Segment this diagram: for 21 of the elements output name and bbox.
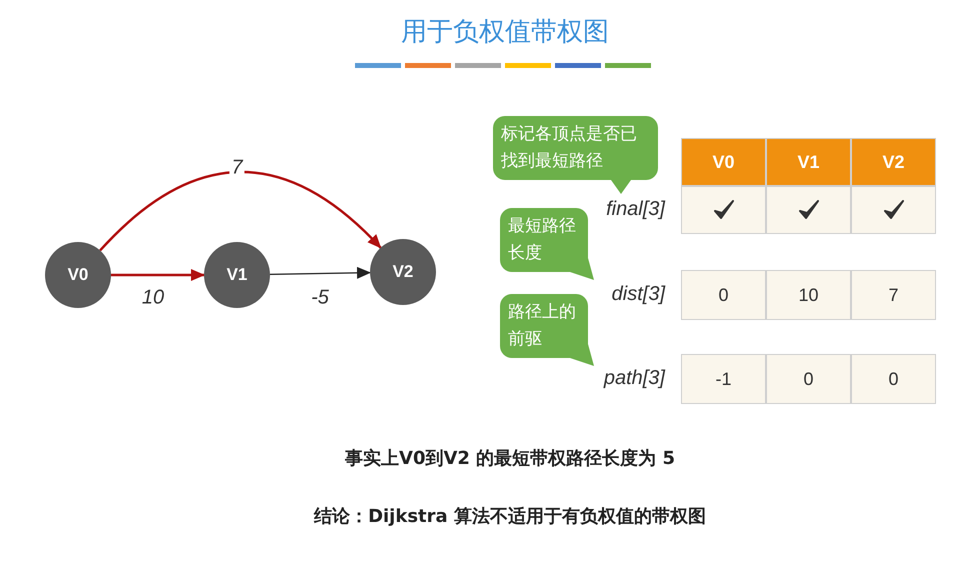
table-cell: -1 <box>681 354 766 404</box>
table-cell: 10 <box>766 270 851 320</box>
arrow <box>111 269 205 281</box>
array-label: path[3] <box>602 367 665 390</box>
vertex-circle: V2 <box>370 239 436 305</box>
title: 用于负权值带权图 <box>400 16 610 49</box>
table-cell: 0 <box>681 270 766 320</box>
vertex-circle: V1 <box>204 242 270 308</box>
header-cell: V1 <box>766 138 851 186</box>
header-cell: V2 <box>851 138 936 186</box>
table-cell: 7 <box>851 270 936 320</box>
conclusion-text: 结论：Dijkstra 算法不适用于有负权值的带权图 <box>312 505 707 528</box>
arrow <box>270 266 371 279</box>
header-cell: V0 <box>681 138 766 186</box>
note-text: 事实上V0到V2 的最短带权路径长度为 5 <box>344 447 676 470</box>
table-cell: 0 <box>766 354 851 404</box>
array-label: final[3] <box>605 198 665 221</box>
vertex-circle: V0 <box>45 242 111 308</box>
array-label: dist[3] <box>610 283 665 306</box>
arrow <box>99 170 382 252</box>
table-cell: 0 <box>851 354 936 404</box>
